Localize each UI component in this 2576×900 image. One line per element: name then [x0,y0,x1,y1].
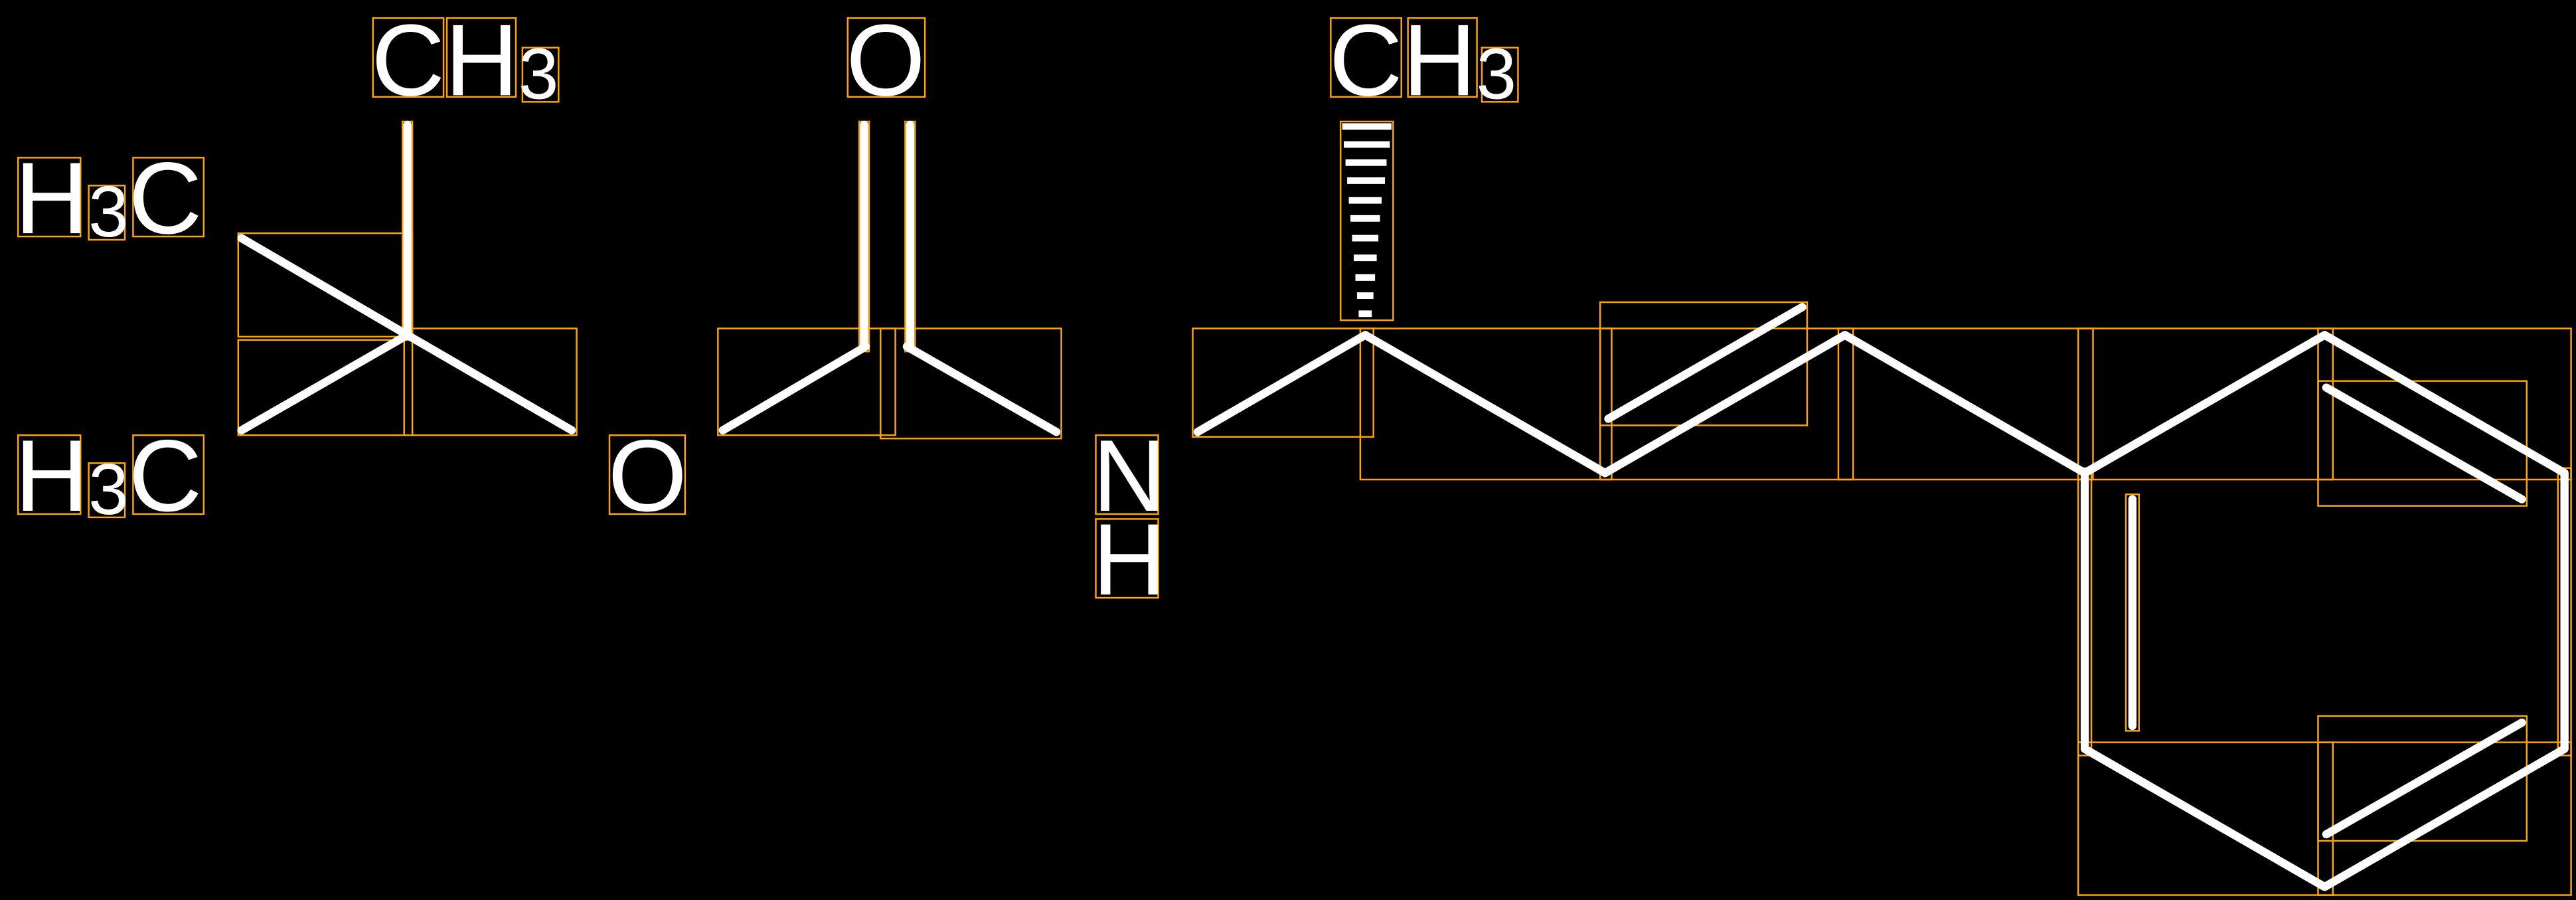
bond [1840,331,2089,478]
bounding-boxes [17,17,2572,896]
bond [718,342,870,435]
methyl-left-upper-label: H3C [15,141,202,255]
benzene-ring [2080,331,2569,891]
bond [1361,331,1609,478]
bond [237,331,412,435]
ester-oxygen-label: O [608,419,687,533]
amine-n-label: N [1093,419,1167,533]
hashed-wedge-bond [1342,123,1392,317]
methyl-left-lower-label: H3C [15,419,202,533]
double-bond-inner [1604,303,1807,423]
bond [1601,331,1850,478]
bond [1193,331,1370,436]
bond [237,234,412,339]
bonds [237,120,2569,891]
bond [403,331,576,435]
bond [902,342,1061,436]
amine-h-label: H [1093,503,1167,616]
carbonyl-oxygen-label: O [846,3,925,117]
methyl-stereo-label: CH3 [1329,3,1516,117]
methyl-top-label: CH3 [371,3,558,117]
